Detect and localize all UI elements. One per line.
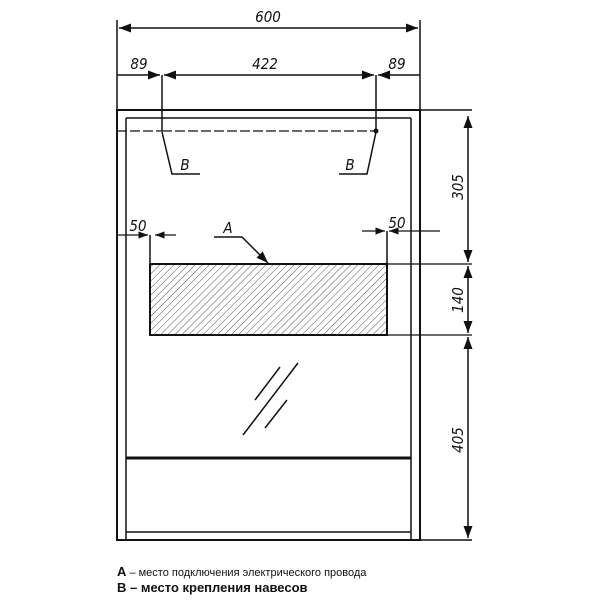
cabinet-outline — [116, 109, 421, 541]
dim-600: 600 — [255, 8, 281, 26]
callout-b-right: B — [345, 156, 354, 174]
socket-area — [149, 263, 388, 336]
dim-422: 422 — [252, 55, 278, 73]
dim-405: 405 — [449, 427, 467, 453]
dim-50-left: 50 — [129, 217, 146, 235]
dim-89-right: 89 — [388, 55, 405, 73]
callout-b-left: B — [180, 156, 189, 174]
dim-140: 140 — [449, 287, 467, 313]
legend-a: A – место подключения электрического про… — [117, 564, 367, 579]
dim-305: 305 — [449, 174, 467, 200]
dim-89-left: 89 — [130, 55, 147, 73]
legend-b: B – место крепления навесов — [117, 580, 308, 595]
callout-a: A — [222, 219, 232, 237]
dim-50-right: 50 — [388, 214, 405, 232]
